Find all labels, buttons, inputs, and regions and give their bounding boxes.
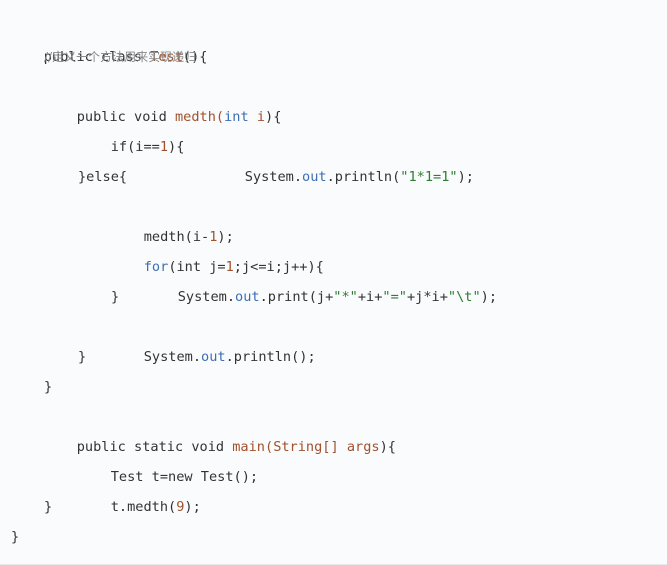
field-out: out [235,289,260,305]
type-name: String [273,439,323,455]
number-literal: 1 [225,259,234,275]
code-text: +j*i+ [406,289,448,305]
code-line-comment: //定义一个方法用来实现递归 [44,50,197,64]
parameter: [] args [322,439,380,455]
code-line-main-declaration: public static void main(String[] args){ [0,402,396,455]
punctuation: ){ [379,439,396,455]
number-literal: 9 [176,499,185,515]
code-line-method-call: t.medth(9); [0,462,201,515]
code-line-class-declaration: public class Test(){ [0,12,208,65]
code-line-else: }else{ [78,169,128,185]
string-literal: "=" [382,289,407,305]
code-text: ;j<=i;j++){ [233,259,324,275]
code-line-close-brace: } [44,499,53,515]
code-text: System. [177,289,236,305]
code-text: System. [143,349,202,365]
code-text: +i+ [357,289,383,305]
code-line-println-empty: System.out.println(); [0,312,316,365]
field-out: out [201,349,226,365]
code-line-for: for(int j=1;j<=i;j++){ [0,222,324,275]
number-literal: 1 [209,229,218,245]
method-name: medth [174,109,216,125]
field-out: out [302,169,327,185]
punctuation: ( [265,439,274,455]
punctuation: ){ [168,139,185,155]
code-line-print: System.out.print(j+"*"+i+"="+j*i+"\t"); [0,252,497,305]
parameter: i [248,109,266,125]
code-line-println: System.out.println("1*1=1"); [0,132,474,185]
number-literal: 1 [159,139,169,155]
punctuation: (){ [182,49,208,65]
keyword: public void [76,109,175,125]
keyword-public-class: public class [43,49,151,65]
code-text: .println(); [225,349,316,365]
punctuation: ); [217,229,234,245]
method-name: main [232,439,265,455]
type-keyword: int [224,109,249,125]
punctuation: ){ [265,109,282,125]
string-literal: "*" [333,289,358,305]
punctuation: ( [215,109,225,125]
code-line-close-brace: } [11,529,20,545]
code-text: .print(j+ [259,289,334,305]
code-text: System. [244,169,303,185]
code-line-close-brace: } [111,289,120,305]
code-line-close-brace: } [78,349,87,365]
code-text: t.medth( [110,499,177,515]
keyword-new: new [168,469,193,485]
keyword-for: for [143,259,169,275]
code-text: (int j= [168,259,226,275]
class-name: Test [150,49,183,65]
string-literal: "1*1=1" [400,169,458,185]
code-text: if(i== [110,139,160,155]
punctuation: ); [184,499,201,515]
code-text: .println( [326,169,401,185]
punctuation: ); [457,169,474,185]
code-text: Test(); [192,469,259,485]
string-literal: "\t" [447,289,481,305]
keyword: public static void [76,439,233,455]
code-line-recursive-call: medth(i-1); [0,192,234,245]
code-line-method-declaration: public void medth(int i){ [0,72,282,125]
code-text: medth(i- [143,229,210,245]
code-line-close-brace: } [44,379,53,395]
punctuation: ); [480,289,498,305]
code-line-if: if(i==1){ [0,102,185,155]
code-text: Test t= [110,469,169,485]
code-line-new-instance: Test t=new Test(); [0,432,258,485]
